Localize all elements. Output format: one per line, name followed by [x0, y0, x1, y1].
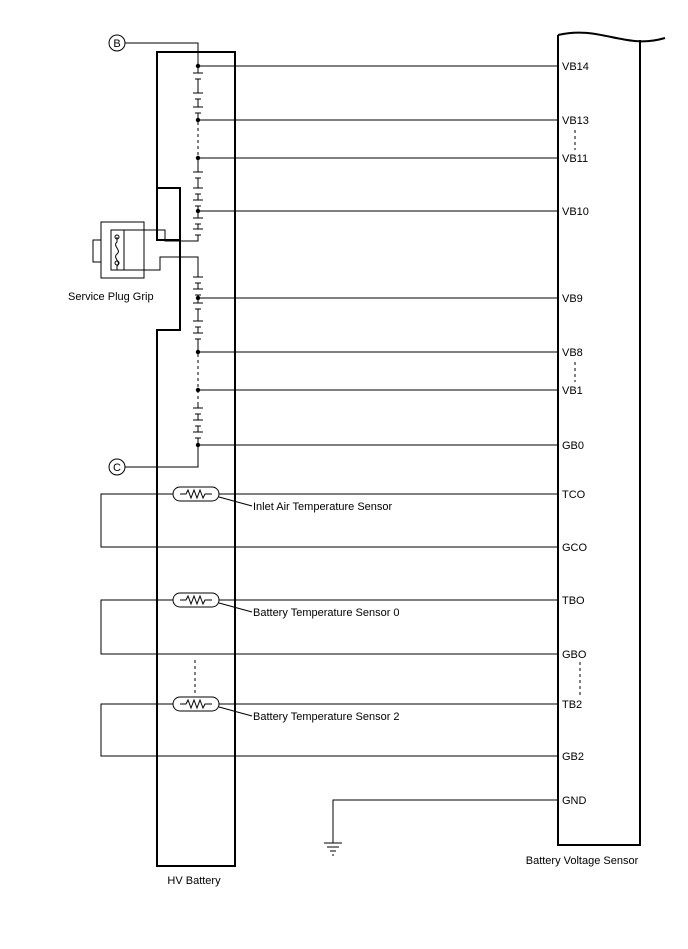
fuse-icon [115, 237, 119, 270]
terminal-label: VB1 [562, 385, 583, 397]
service-plug-grip-label: Service Plug Grip [68, 291, 154, 303]
terminal-label: GBO [562, 649, 587, 661]
terminal-label: VB10 [562, 206, 589, 218]
hv-battery-outline [156, 51, 236, 867]
voltage-tap-wires [198, 65, 558, 446]
sensor-loop-0 [100, 592, 558, 655]
terminal-label: GB0 [562, 440, 584, 452]
thermistor-icon [180, 488, 212, 500]
terminal-label: VB11 [562, 153, 588, 165]
terminal-label: GND [562, 795, 587, 807]
cell-wire [180, 256, 199, 352]
connector-b-label: B [113, 38, 120, 50]
terminal-label: GCO [562, 542, 588, 554]
battery-voltage-sensor-label: Battery Voltage Sensor [526, 855, 639, 867]
junction-dots [195, 63, 201, 448]
connector-c-label: C [113, 462, 121, 474]
ground-icon [324, 842, 342, 856]
hv-battery-label: HV Battery [167, 875, 221, 887]
wire-c [125, 445, 199, 468]
sensor-loop-inlet [100, 486, 558, 548]
thermistor-icon [180, 594, 212, 606]
terminal-label: VB13 [562, 115, 589, 127]
sensor-loop-2 [100, 696, 558, 757]
terminal-label: TB2 [562, 699, 582, 711]
ground-wire [332, 799, 558, 843]
terminal-label: TCO [562, 489, 586, 501]
thermistor-icon [180, 698, 212, 710]
battery-voltage-sensor-outline [557, 31, 666, 846]
battery-temperature-sensor-0-label: Battery Temperature Sensor 0 [253, 607, 400, 619]
service-plug-grip [92, 221, 180, 279]
battery-temperature-sensor-2-label: Battery Temperature Sensor 2 [253, 711, 400, 723]
service-plug-wire [124, 229, 180, 271]
terminal-label: VB14 [562, 61, 589, 73]
terminal-label: VB9 [562, 293, 583, 305]
terminal-label: GB2 [562, 751, 584, 763]
hv-battery-notch [156, 52, 181, 331]
wire-b [125, 42, 199, 66]
inlet-air-temperature-sensor-label: Inlet Air Temperature Sensor [253, 501, 393, 513]
terminal-label: VB8 [562, 347, 583, 359]
terminal-labels: VB14 VB13 VB11 VB10 VB9 VB8 VB1 GB0 TCO … [562, 61, 589, 807]
terminal-label: TBO [562, 595, 585, 607]
